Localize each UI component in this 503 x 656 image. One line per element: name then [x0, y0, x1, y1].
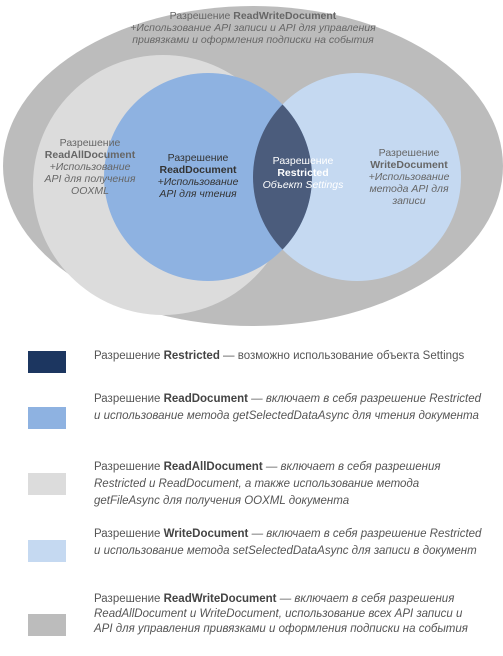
- legend-text-write: Разрешение WriteDocument — включает в се…: [94, 526, 484, 560]
- legend-text-read: Разрешение ReadDocument — включает в себ…: [94, 391, 484, 425]
- legend-word: Разрешение: [94, 593, 164, 605]
- readall-label-name: ReadAllDocument: [44, 149, 136, 161]
- write-label-word: Разрешение: [378, 147, 440, 159]
- readall-label-desc: +Использование API для получения OOXML: [44, 161, 136, 197]
- legend-name: ReadAllDocument: [163, 461, 263, 473]
- legend-name: WriteDocument: [163, 528, 249, 540]
- legend-word: Разрешение: [94, 393, 164, 405]
- write-circle: [253, 73, 461, 281]
- legend-text-readall: Разрешение ReadAllDocument — включает в …: [94, 459, 484, 510]
- read-label-word: Разрешение: [167, 152, 229, 164]
- write-label-desc: +Использование метода API для записи: [368, 171, 450, 207]
- restricted-label-name: Restricted: [277, 167, 329, 179]
- restricted-label: Разрешение Restricted Объект Settings: [253, 155, 353, 191]
- write-label: Разрешение WriteDocument +Использование …: [360, 147, 458, 207]
- readwrite-label: Разрешение ReadWriteDocument +Использова…: [118, 10, 388, 46]
- legend-swatch-write: [28, 540, 66, 562]
- restricted-label-desc: Объект Settings: [262, 179, 344, 191]
- readwrite-label-name: ReadWriteDocument: [233, 10, 337, 22]
- write-label-name: WriteDocument: [370, 159, 448, 171]
- legend-swatch-readwrite: [28, 614, 66, 636]
- read-circle: [104, 73, 312, 281]
- legend-desc: — включает в себя разрешения ReadAllDocu…: [94, 593, 468, 635]
- legend-word: Разрешение: [94, 350, 164, 362]
- legend-text-restricted: Разрешение Restricted — возможно использ…: [94, 348, 484, 365]
- readall-label: Разрешение ReadAllDocument +Использовани…: [44, 137, 136, 197]
- legend-word: Разрешение: [94, 528, 164, 540]
- read-label-name: ReadDocument: [159, 164, 237, 176]
- read-label-desc: +Использование API для чтения: [157, 176, 239, 200]
- legend-swatch-readall: [28, 473, 66, 495]
- legend-desc: — включает в себя разрешение Restricted …: [94, 528, 482, 557]
- read-label: Разрешение ReadDocument +Использование A…: [152, 152, 244, 200]
- legend-desc: — включает в себя разрешение Restricted …: [94, 393, 482, 422]
- restricted-label-word: Разрешение: [272, 155, 334, 167]
- permissions-venn-diagram: [3, 6, 503, 326]
- readwrite-label-word: Разрешение: [169, 10, 231, 22]
- legend-swatch-restricted: [28, 351, 66, 373]
- legend-name: ReadWriteDocument: [163, 593, 277, 605]
- legend-text-readwrite: Разрешение ReadWriteDocument — включает …: [94, 592, 484, 637]
- legend-swatch-read: [28, 407, 66, 429]
- legend-desc: — возможно использование объекта Setting…: [219, 350, 465, 362]
- readwrite-label-desc: +Использование API записи и API для упра…: [130, 22, 376, 46]
- legend-name: ReadDocument: [163, 393, 248, 405]
- legend-desc: — включает в себя разрешения Restricted …: [94, 461, 441, 507]
- legend-word: Разрешение: [94, 461, 164, 473]
- legend-name: Restricted: [163, 350, 220, 362]
- readall-label-word: Разрешение: [59, 137, 121, 149]
